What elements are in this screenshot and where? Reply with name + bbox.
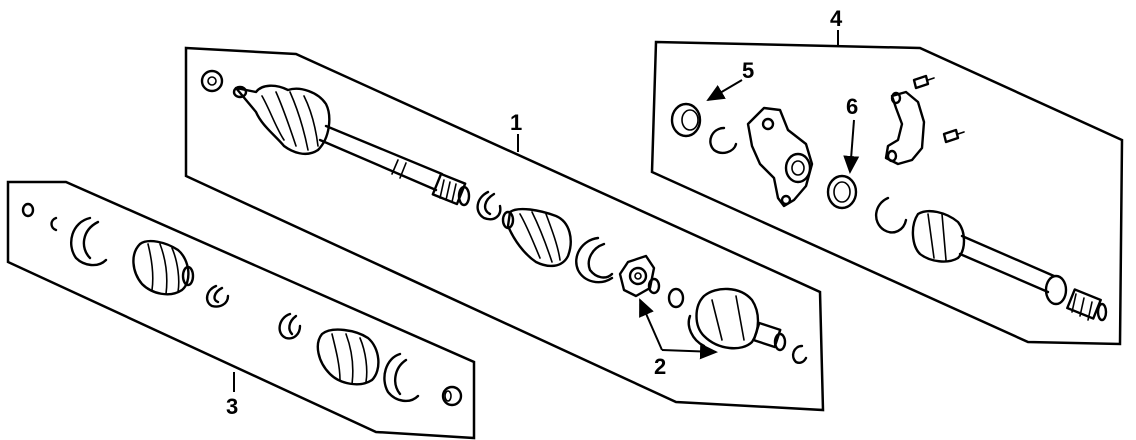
seal-snap-ring-icon (709, 126, 738, 155)
bearing-icon (826, 174, 858, 210)
panel-boot-kit (6, 180, 476, 440)
clamp-band-icon (278, 312, 302, 340)
callout-6-label: 6 (846, 94, 858, 119)
nut-icon (200, 69, 224, 93)
callout-3-label: 3 (226, 394, 238, 419)
intermediate-shaft-icon (958, 234, 1108, 322)
small-clamp-icon (205, 284, 230, 308)
callout-2: 2 (639, 298, 718, 379)
clamp-ring-icon (575, 236, 614, 284)
dust-seal-icon (670, 102, 702, 138)
panel-axle-assembly (184, 46, 825, 412)
tripod-joint-icon (618, 254, 661, 298)
callout-4-label: 4 (830, 6, 843, 31)
large-boot-clamp-icon (70, 216, 108, 267)
retaining-ring-icon (791, 344, 808, 364)
intermediate-joint-icon (911, 210, 966, 263)
bearing-cap-icon (884, 90, 926, 166)
circlip-icon (875, 196, 908, 234)
boot-kit-parts (21, 202, 463, 407)
second-boot-icon (316, 328, 380, 386)
boot-clamp-icon (476, 190, 502, 221)
callout-2-label: 2 (654, 354, 666, 379)
callout-3: 3 (226, 372, 238, 419)
outer-clamp-ring-icon (383, 352, 420, 403)
bearing-support-bracket-icon (746, 106, 814, 208)
axle-shaft-icon (318, 124, 444, 192)
callout-1-label: 1 (510, 110, 522, 135)
outer-cv-boot-icon (232, 84, 331, 156)
small-o-ring-icon (21, 202, 58, 232)
inner-cv-boot-icon (501, 207, 572, 268)
callout-4: 4 (830, 6, 843, 46)
axle-shaft-assembly-parts (200, 69, 808, 364)
callout-5-label: 5 (742, 58, 754, 83)
inner-joint-housing-icon (687, 287, 787, 352)
callout-5: 5 (706, 58, 754, 102)
panel-intermediate-shaft (650, 40, 1124, 346)
snap-ring-icon (667, 287, 685, 309)
callout-6: 6 (843, 94, 860, 174)
bolt-icon (912, 74, 965, 144)
intermediate-shaft-parts (670, 74, 1108, 322)
spline-end-icon (431, 172, 471, 207)
callout-1: 1 (510, 110, 522, 152)
replacement-boot-icon (132, 239, 195, 296)
end-cap-icon (441, 385, 463, 407)
